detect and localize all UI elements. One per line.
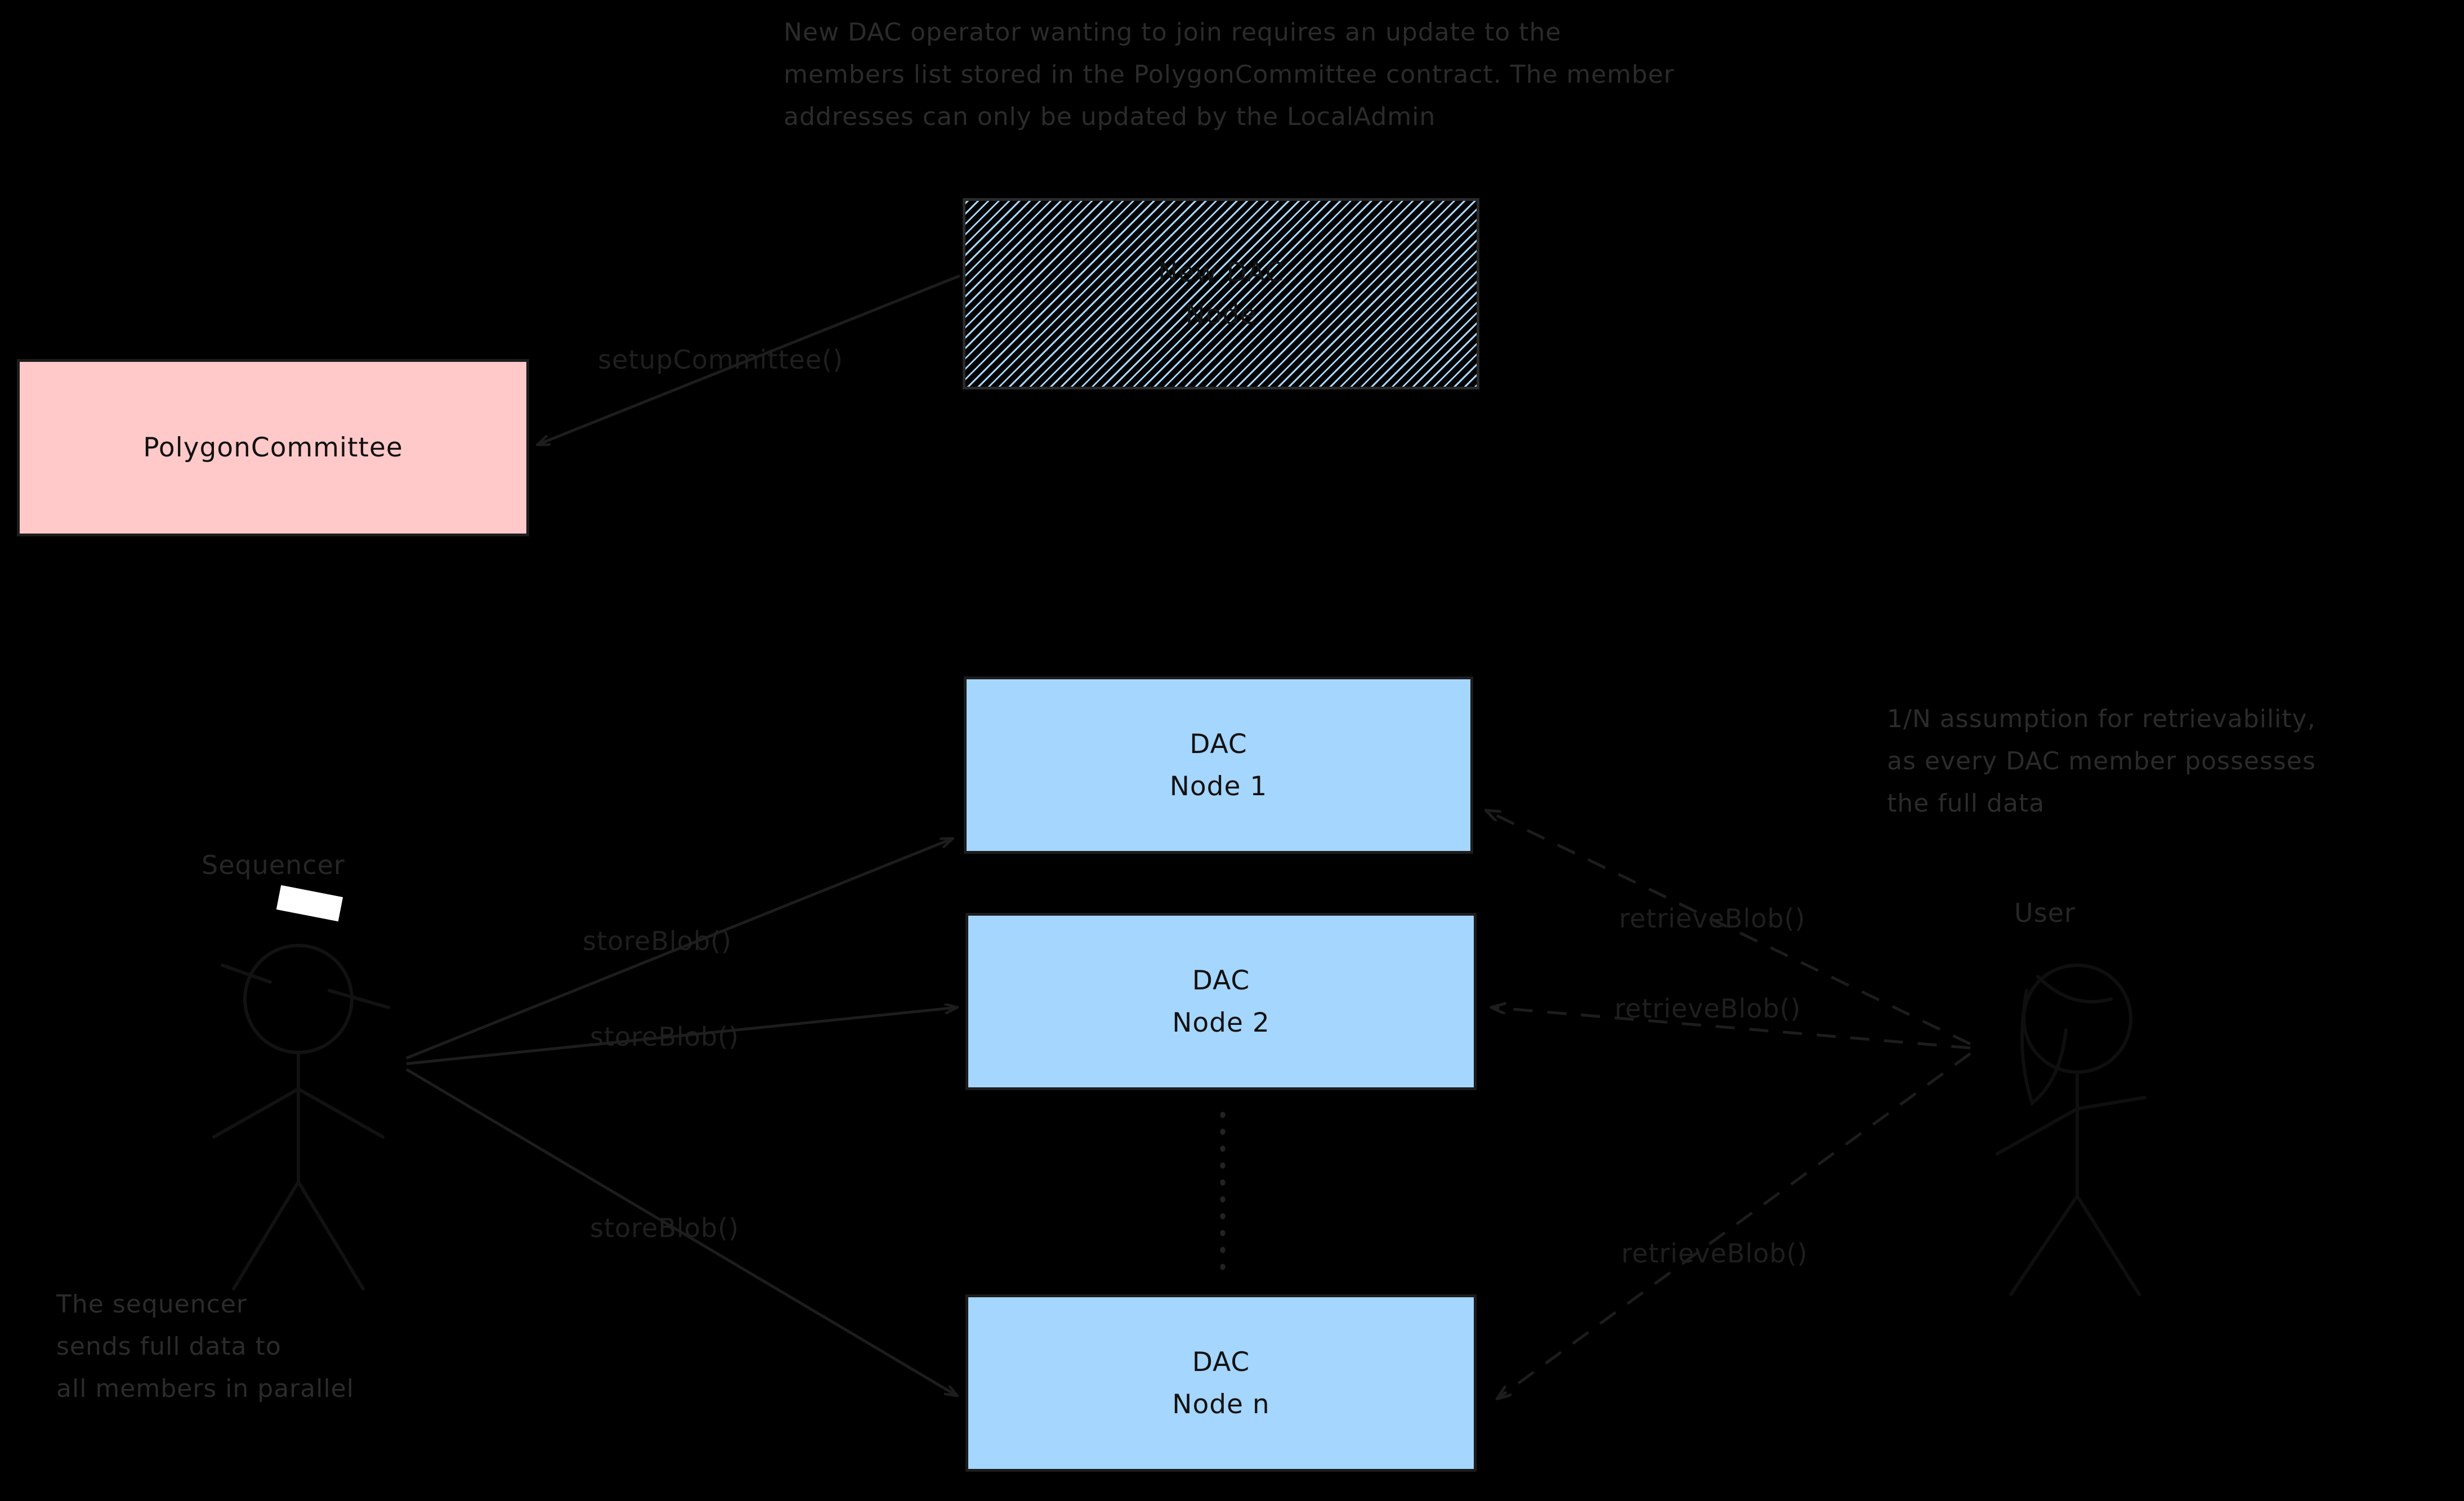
edge-label-retrieve-blob-2: retrieveBlob() (1615, 993, 1801, 1024)
user-label: User (2014, 898, 2076, 928)
edge-label-store-blob-2: storeBlob() (590, 1021, 739, 1052)
polygon-committee-label: PolygonCommittee (143, 432, 403, 463)
dac-node-1-label: DAC Node 1 (1169, 728, 1268, 802)
dac-node-n-label: DAC Node n (1172, 1346, 1270, 1420)
sequencer-figure (212, 944, 390, 1291)
dac-node-1-box[interactable]: DAC Node 1 (964, 676, 1473, 854)
dac-node-2-box[interactable]: DAC Node 2 (965, 913, 1477, 1090)
note-new-dac-operator: New DAC operator wanting to join require… (784, 18, 1675, 131)
sequencer-label: Sequencer (202, 850, 345, 880)
edge-label-store-blob-n: storeBlob() (590, 1213, 739, 1243)
dac-node-2-label: DAC Node 2 (1172, 965, 1270, 1038)
edge-label-setup-committee: setupCommittee() (598, 344, 843, 375)
edge-label-retrieve-blob-1: retrieveBlob() (1619, 903, 1806, 934)
sequencer-hat (276, 885, 343, 922)
note-sequencer-parallel: The sequencer sends full data to all mem… (56, 1290, 354, 1403)
new-dac-node-label: New DAC Node (1158, 257, 1284, 330)
user-figure (1996, 964, 2147, 1296)
edge-label-retrieve-blob-n: retrieveBlob() (1621, 1238, 1808, 1269)
dac-node-n-box[interactable]: DAC Node n (965, 1294, 1477, 1472)
edge-retrieve-blob-n (1497, 1052, 1971, 1399)
new-dac-node-box[interactable]: New DAC Node (963, 198, 1479, 389)
note-retrievability: 1/N assumption for retrievability, as ev… (1887, 705, 2316, 818)
polygon-committee-box[interactable]: PolygonCommittee (17, 359, 529, 536)
edge-label-store-blob-1: storeBlob() (583, 926, 732, 956)
